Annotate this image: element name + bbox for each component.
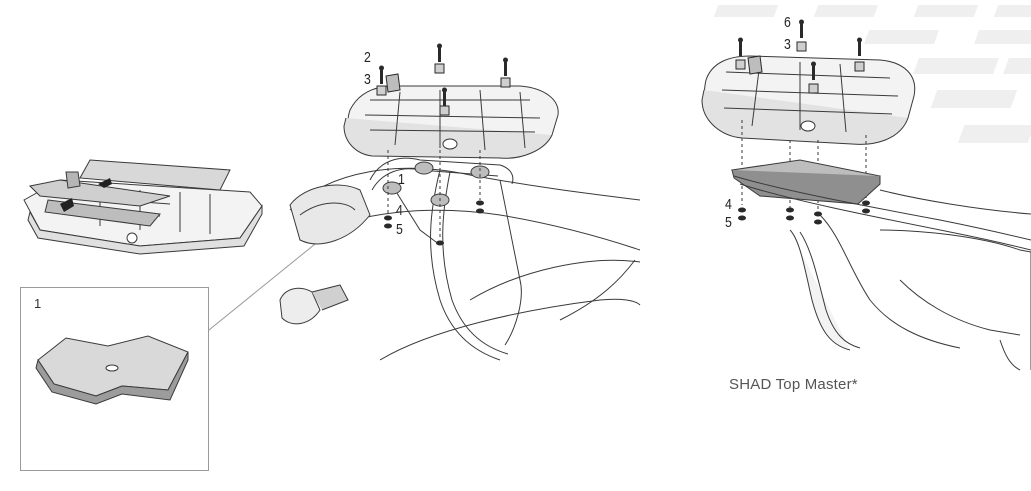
- part-label-4-left: 4: [396, 202, 403, 219]
- product-caption: SHAD Top Master*: [729, 376, 858, 393]
- part-label-3-left: 3: [364, 71, 371, 88]
- detail-inset-box: [20, 287, 209, 471]
- detail-inset-label: 1: [34, 296, 42, 311]
- part-label-3-right: 3: [784, 36, 791, 53]
- part-label-4-right: 4: [725, 196, 732, 213]
- part-label-1-left: 1: [398, 171, 405, 188]
- part-label-2-left: 2: [364, 49, 371, 66]
- part-label-5-left: 5: [396, 221, 403, 238]
- part-label-5-right: 5: [725, 214, 732, 231]
- part-label-6-right: 6: [784, 14, 791, 31]
